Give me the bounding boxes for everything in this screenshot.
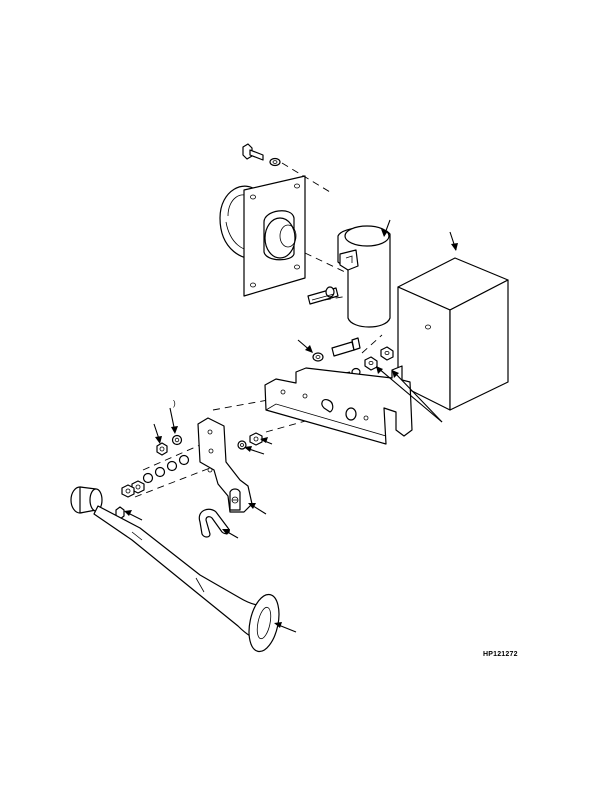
air-horn — [70, 486, 280, 653]
mounting-bolt — [242, 143, 281, 167]
control-box — [397, 257, 509, 411]
u-clip — [198, 508, 230, 538]
figure-id-label: HP121272 — [483, 651, 518, 658]
compressor-plate — [219, 175, 306, 297]
mounting-bracket — [264, 365, 413, 445]
leader-arrows — [124, 219, 458, 633]
air-valve — [307, 225, 391, 328]
horn-bracket-hardware — [115, 432, 263, 520]
callout-marker: ) — [173, 399, 176, 408]
horn-bracket — [197, 417, 253, 513]
